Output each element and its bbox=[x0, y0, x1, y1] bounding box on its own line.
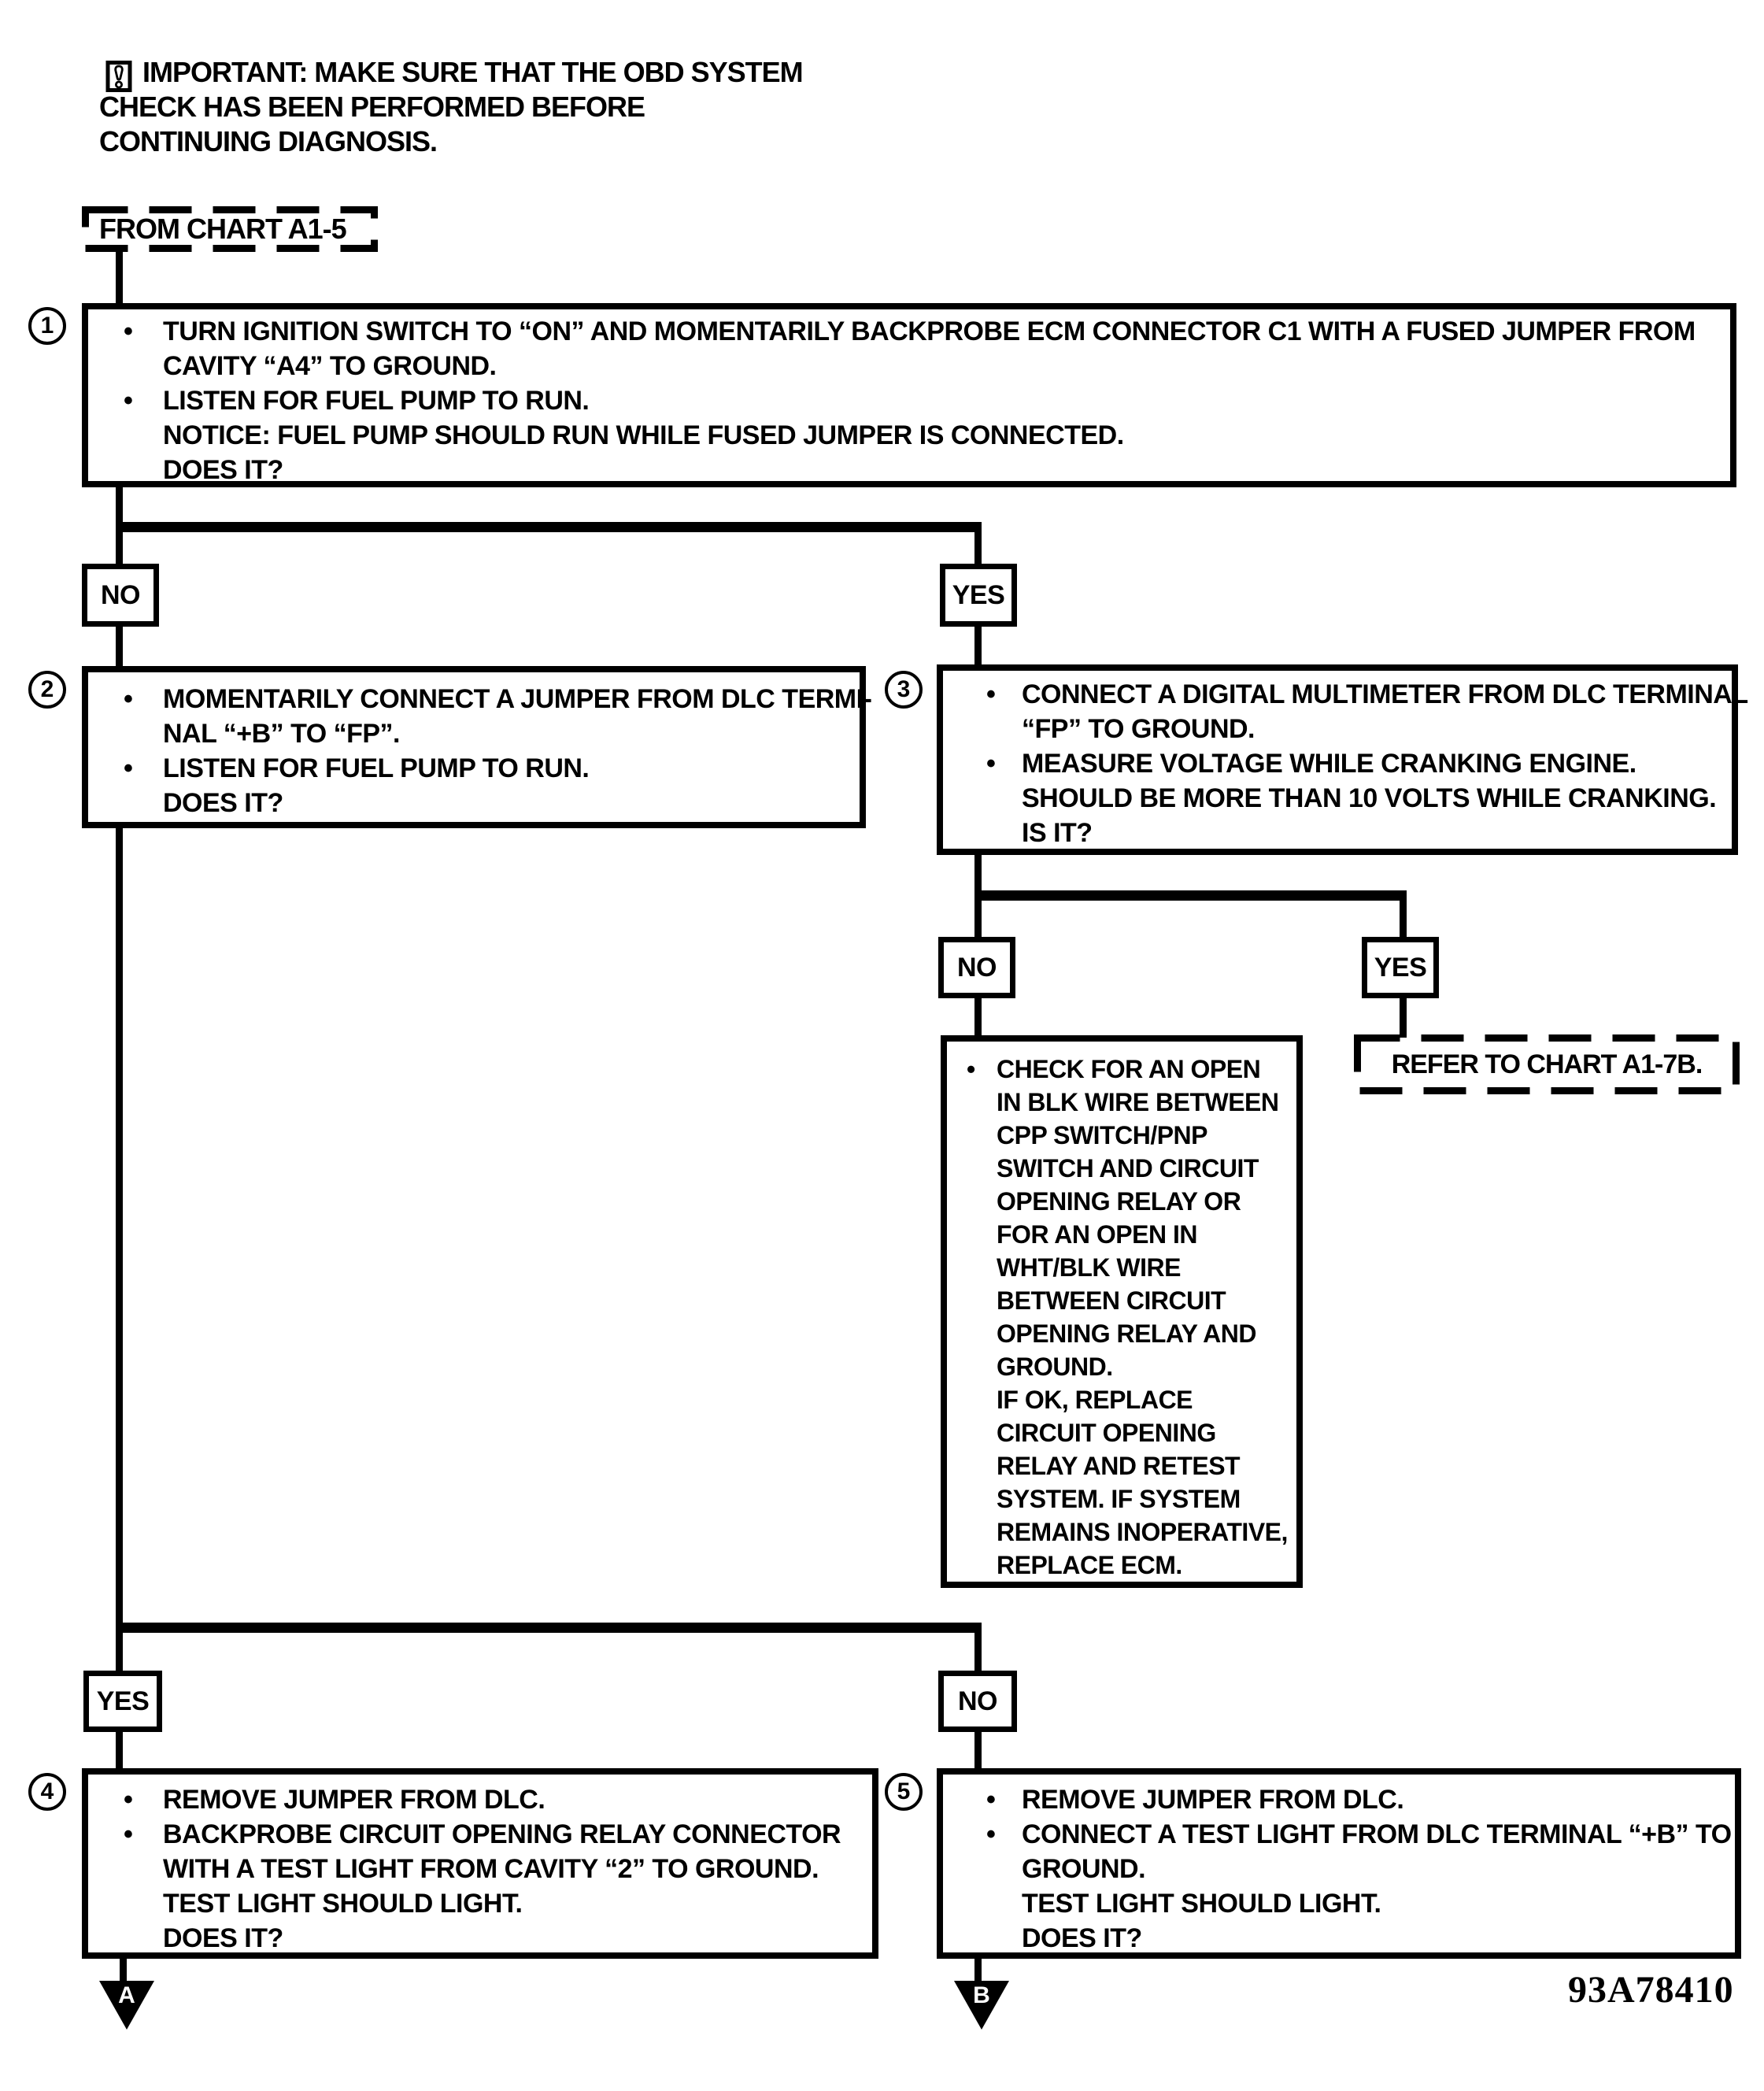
step-5-line: GROUND. bbox=[1022, 1854, 1146, 1884]
step-1-number: 1 bbox=[28, 307, 66, 345]
offpage-connector-b-label: B bbox=[973, 1982, 990, 2008]
step-4-line: WITH A TEST LIGHT FROM CAVITY “2” TO GRO… bbox=[163, 1854, 819, 1884]
step-4-line: BACKPROBE CIRCUIT OPENING RELAY CONNECTO… bbox=[88, 1817, 872, 1852]
decision-3-no: NO bbox=[938, 937, 1015, 998]
step-1-box: TURN IGNITION SWITCH TO “ON” AND MOMENTA… bbox=[82, 303, 1736, 487]
step-5-box: REMOVE JUMPER FROM DLC. CONNECT A TEST L… bbox=[937, 1768, 1741, 1959]
action-line: GROUND. bbox=[997, 1353, 1113, 1381]
connector-line bbox=[974, 1633, 982, 1672]
step-2-number: 2 bbox=[28, 671, 66, 709]
connector-line bbox=[116, 522, 982, 532]
step-1-line: LISTEN FOR FUEL PUMP TO RUN. bbox=[88, 383, 1730, 418]
connector-line bbox=[116, 1633, 123, 1672]
connector-line bbox=[974, 997, 982, 1038]
step-4-line: TEST LIGHT SHOULD LIGHT. bbox=[163, 1889, 523, 1919]
connector-line bbox=[116, 1730, 123, 1771]
step-3-box: CONNECT A DIGITAL MULTIMETER FROM DLC TE… bbox=[937, 664, 1748, 855]
action-line: REPLACE ECM. bbox=[997, 1551, 1182, 1579]
step-2-line: DOES IT? bbox=[163, 788, 283, 818]
offpage-connector-b-icon: B bbox=[954, 1981, 1009, 2030]
decision-2-yes: YES bbox=[83, 1671, 162, 1732]
step-3-line: IS IT? bbox=[1022, 818, 1093, 848]
connector-line bbox=[974, 1730, 982, 1771]
entry-box: FROM CHART A1-5 bbox=[82, 206, 378, 252]
connector-line bbox=[974, 897, 982, 938]
step-2-line: MOMENTARILY CONNECT A JUMPER FROM DLC TE… bbox=[88, 682, 872, 716]
step-5-line: REMOVE JUMPER FROM DLC. bbox=[943, 1782, 1735, 1817]
step-5-line: TEST LIGHT SHOULD LIGHT. bbox=[1022, 1889, 1381, 1919]
step-5-number: 5 bbox=[885, 1773, 923, 1811]
decision-1-yes: YES bbox=[940, 564, 1017, 627]
action-line: REMAINS INOPERATIVE, bbox=[997, 1518, 1288, 1546]
action-line: CIRCUIT OPENING bbox=[997, 1419, 1216, 1447]
decision-1-no: NO bbox=[82, 564, 159, 627]
step-5-line: DOES IT? bbox=[1022, 1923, 1142, 1953]
action-line: SYSTEM. IF SYSTEM bbox=[997, 1485, 1241, 1513]
action-line: FOR AN OPEN IN bbox=[997, 1220, 1197, 1249]
offpage-connector-a-label: A bbox=[118, 1982, 135, 2008]
action-line: RELAY AND RETEST bbox=[997, 1452, 1241, 1480]
document-number: 93A78410 bbox=[1568, 1969, 1734, 2011]
step-1-line: DOES IT? bbox=[163, 455, 283, 485]
offpage-connector-a-icon: A bbox=[99, 1981, 154, 2030]
step-4-line: REMOVE JUMPER FROM DLC. bbox=[88, 1782, 872, 1817]
step-3-line: “FP” TO GROUND. bbox=[1022, 714, 1256, 744]
important-exclamation-icon bbox=[105, 61, 132, 92]
step-1-line: CAVITY “A4” TO GROUND. bbox=[163, 351, 497, 381]
step-1-line: TURN IGNITION SWITCH TO “ON” AND MOMENTA… bbox=[88, 314, 1730, 349]
action-line: CPP SWITCH/PNP bbox=[997, 1121, 1208, 1149]
connector-line bbox=[1400, 997, 1407, 1038]
dashed-border bbox=[82, 206, 378, 252]
action-line: OPENING RELAY OR bbox=[997, 1187, 1241, 1216]
connector-line bbox=[974, 625, 982, 666]
connector-line bbox=[116, 1623, 982, 1633]
connector-line bbox=[974, 522, 982, 565]
step-4-box: REMOVE JUMPER FROM DLC. BACKPROBE CIRCUI… bbox=[82, 1768, 878, 1959]
step-3-line: CONNECT A DIGITAL MULTIMETER FROM DLC TE… bbox=[943, 677, 1748, 712]
step-4-number: 4 bbox=[28, 1773, 66, 1811]
step-2-line: NAL “+B” TO “FP”. bbox=[163, 719, 401, 749]
action-line: SWITCH AND CIRCUIT bbox=[997, 1154, 1259, 1182]
entry-label: FROM CHART A1-5 bbox=[99, 213, 347, 245]
action-line: CHECK FOR AN OPEN bbox=[947, 1053, 1296, 1086]
action-line: BETWEEN CIRCUIT bbox=[997, 1286, 1226, 1315]
action-box: CHECK FOR AN OPEN IN BLK WIRE BETWEEN CP… bbox=[941, 1035, 1303, 1588]
note-line-1: IMPORTANT: MAKE SURE THAT THE OBD SYSTEM bbox=[142, 56, 804, 88]
step-3-number: 3 bbox=[885, 671, 923, 709]
decision-2-no: NO bbox=[938, 1671, 1017, 1732]
connector-line bbox=[1400, 897, 1407, 938]
connector-line bbox=[116, 827, 123, 1633]
step-3-line: SHOULD BE MORE THAN 10 VOLTS WHILE CRANK… bbox=[1022, 783, 1717, 813]
step-3-line: MEASURE VOLTAGE WHILE CRANKING ENGINE. bbox=[943, 746, 1732, 781]
connector-line bbox=[120, 1957, 127, 1986]
step-4-line: DOES IT? bbox=[163, 1923, 283, 1953]
action-line: WHT/BLK WIRE bbox=[997, 1253, 1181, 1282]
connector-line bbox=[974, 890, 1407, 901]
connector-line bbox=[116, 625, 123, 668]
action-line: OPENING RELAY AND bbox=[997, 1319, 1256, 1348]
note-line-3: CONTINUING DIAGNOSIS. bbox=[99, 125, 438, 157]
step-5-line: CONNECT A TEST LIGHT FROM DLC TERMINAL “… bbox=[943, 1817, 1735, 1852]
refer-label: REFER TO CHART A1-7B. bbox=[1391, 1049, 1703, 1079]
refer-box: REFER TO CHART A1-7B. bbox=[1354, 1034, 1740, 1094]
step-2-box: MOMENTARILY CONNECT A JUMPER FROM DLC TE… bbox=[82, 666, 872, 828]
note-line-2: CHECK HAS BEEN PERFORMED BEFORE bbox=[99, 91, 645, 123]
connector-line bbox=[974, 853, 982, 897]
action-line: IN BLK WIRE BETWEEN bbox=[997, 1088, 1279, 1116]
action-line: IF OK, REPLACE bbox=[997, 1386, 1193, 1414]
decision-3-yes: YES bbox=[1362, 937, 1439, 998]
step-2-line: LISTEN FOR FUEL PUMP TO RUN. bbox=[88, 751, 860, 786]
connector-line bbox=[116, 250, 123, 305]
step-1-line: NOTICE: FUEL PUMP SHOULD RUN WHILE FUSED… bbox=[163, 420, 1124, 450]
connector-line bbox=[974, 1957, 982, 1986]
dashed-border bbox=[1354, 1034, 1740, 1094]
